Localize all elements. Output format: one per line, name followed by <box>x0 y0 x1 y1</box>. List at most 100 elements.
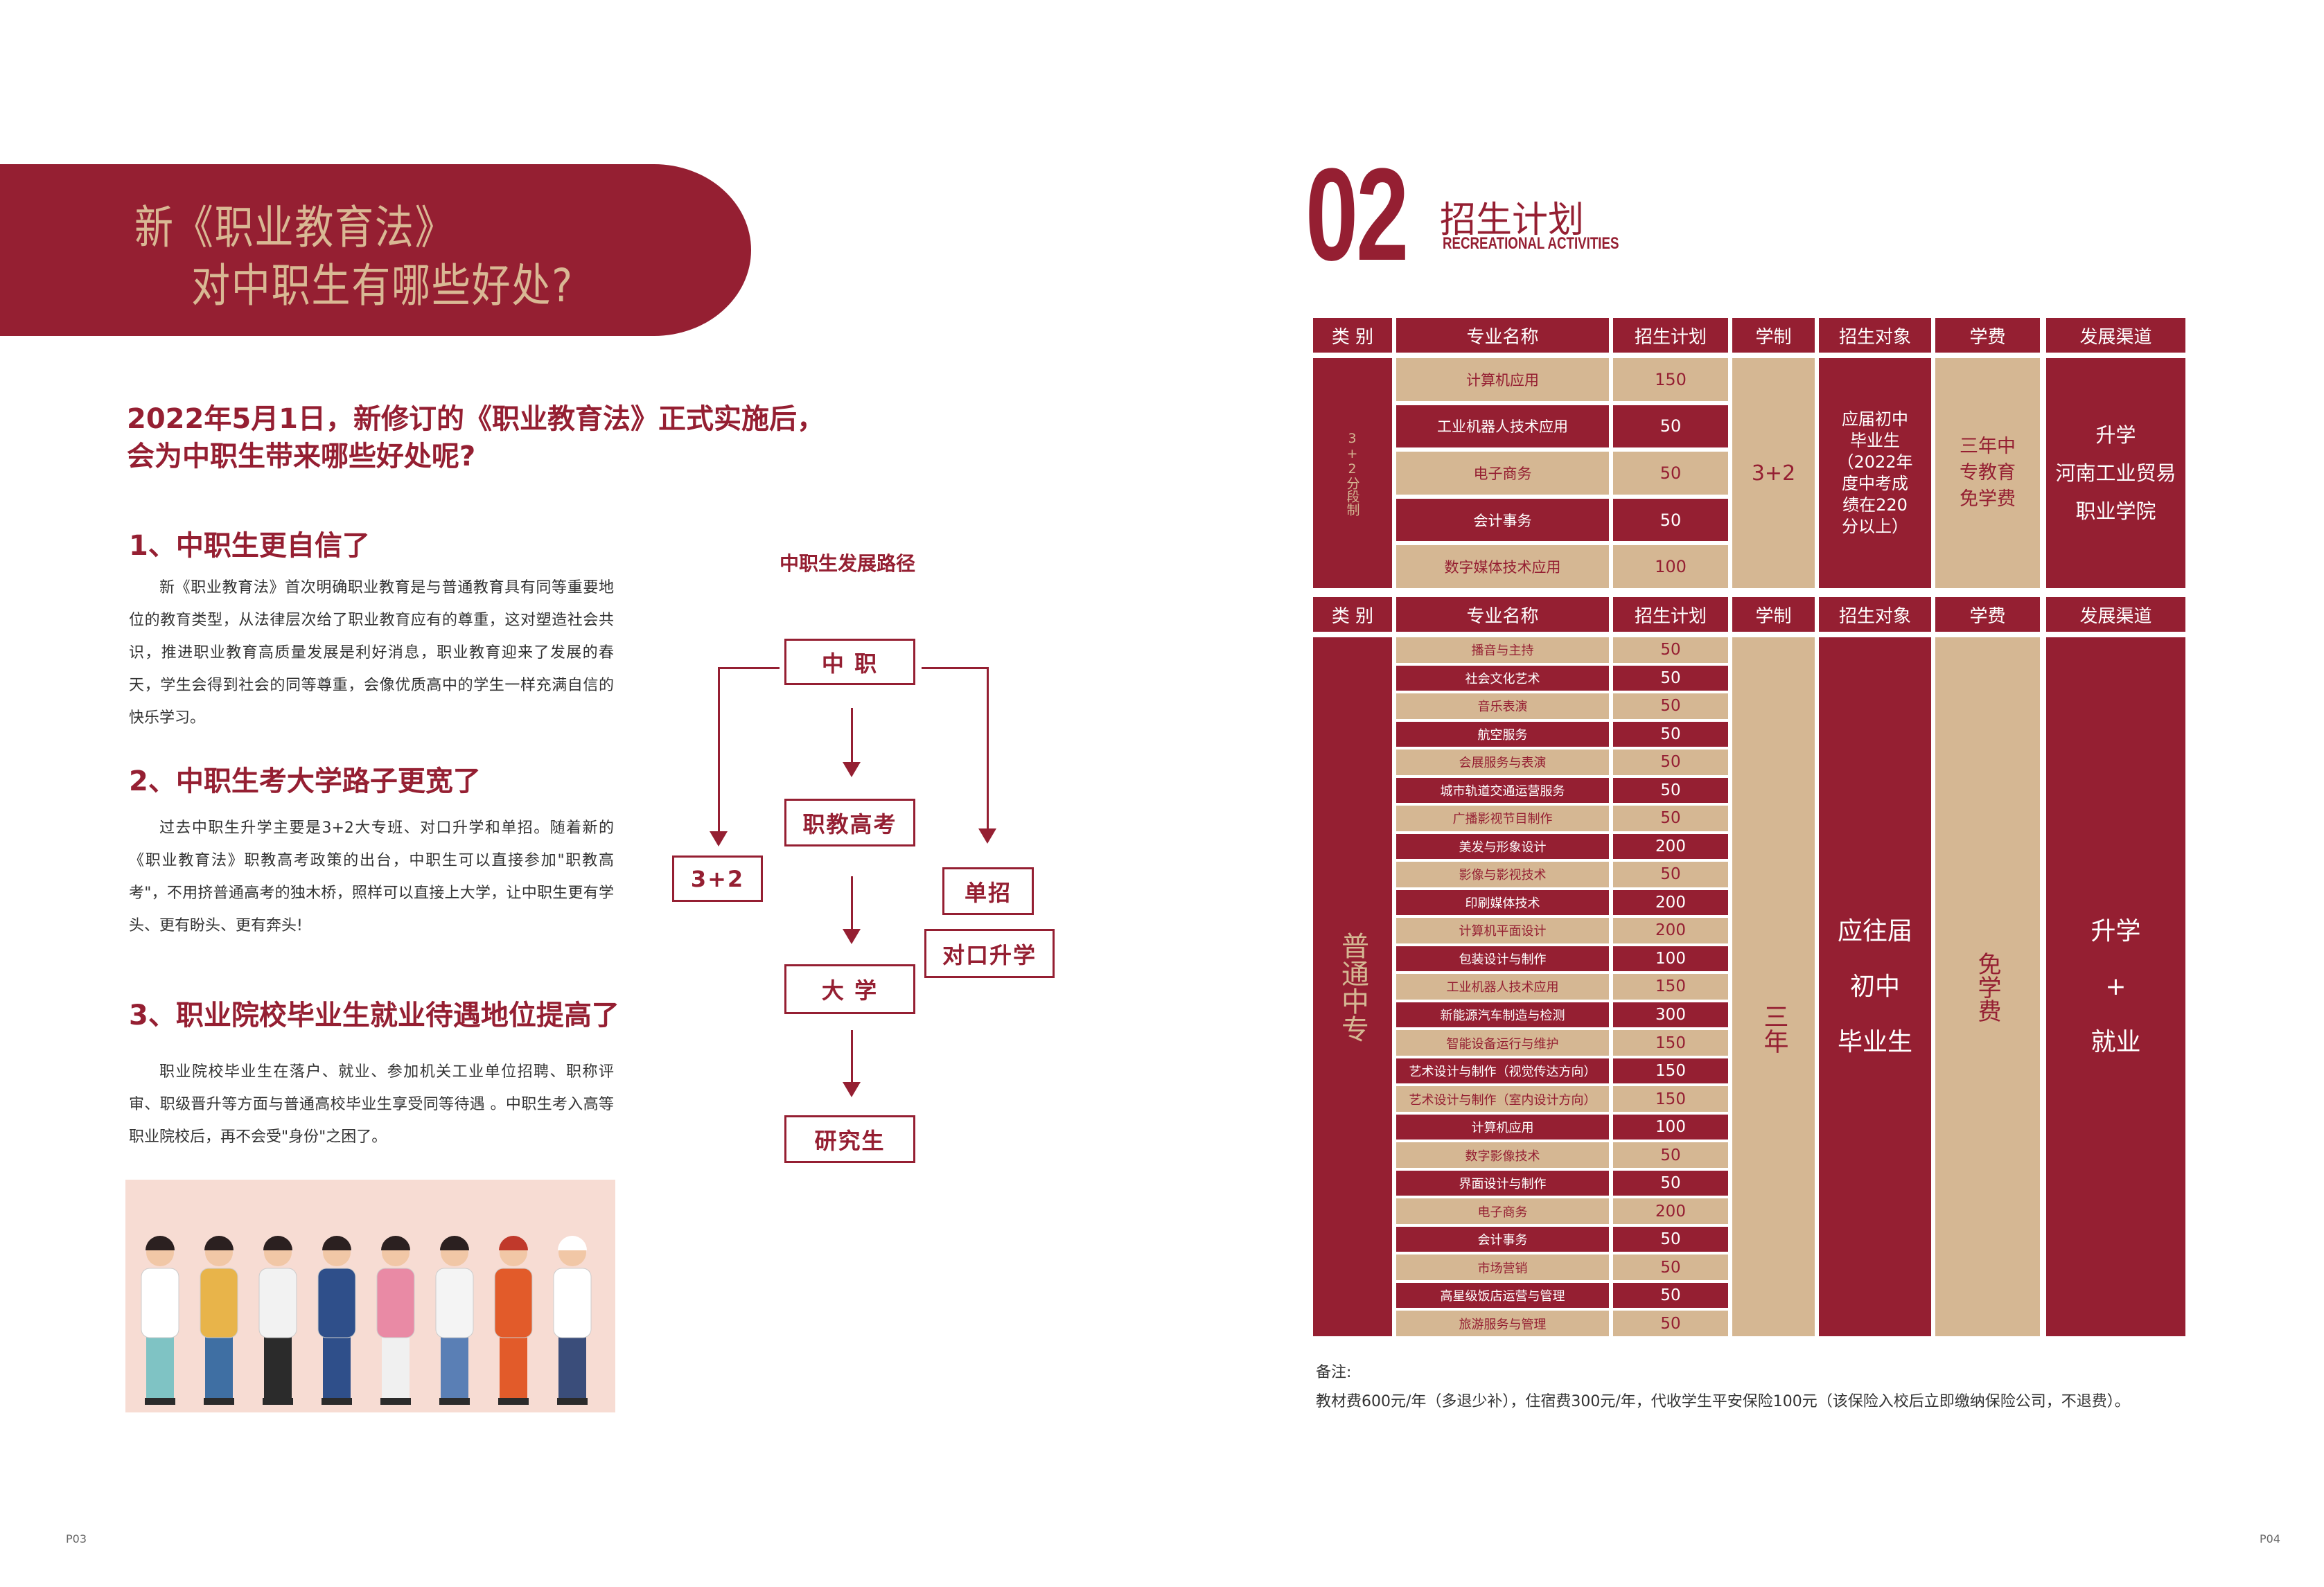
pathway-line: 就业 <box>2090 1027 2141 1056</box>
section-body-3: 职业院校毕业生在落户、就业、参加机关工业单位招聘、职称评审、职级晋升等方面与普通… <box>129 1063 614 1146</box>
connector-line <box>851 876 853 932</box>
plan-cell: 50 <box>1613 665 1728 691</box>
major-cell: 印刷媒体技术 <box>1396 889 1609 916</box>
plan-cell: 100 <box>1613 545 1728 588</box>
plan-cell: 50 <box>1613 1226 1728 1252</box>
major-cell: 智能设备运行与维护 <box>1396 1030 1609 1056</box>
plan-cell: 50 <box>1613 1254 1728 1280</box>
table-header-cell: 类 别 <box>1313 318 1392 353</box>
major-cell: 会展服务与表演 <box>1396 750 1609 775</box>
plan-cell: 200 <box>1613 1198 1728 1224</box>
table-header-cell: 专业名称 <box>1396 318 1609 353</box>
plan-cell: 150 <box>1613 358 1728 401</box>
plan-cell: 150 <box>1613 974 1728 1000</box>
category-cell: 普通中专 <box>1313 637 1392 1336</box>
table-header-cell: 发展渠道 <box>2046 318 2185 353</box>
plan-cell: 50 <box>1613 693 1728 719</box>
person-figure <box>376 1236 415 1405</box>
intro-line1: 2022年5月1日，新修订的《职业教育法》正式实施后， <box>127 403 825 435</box>
major-cell: 艺术设计与制作（视觉传达方向） <box>1396 1058 1609 1084</box>
flow-node-duikou: 对口升学 <box>924 929 1055 978</box>
table-header-cell: 招生计划 <box>1613 597 1728 632</box>
target-line: 度中考成 <box>1842 474 1908 493</box>
major-cell: 高星级饭店运营与管理 <box>1396 1282 1609 1309</box>
plan-cell: 300 <box>1613 1002 1728 1028</box>
table-header-cell: 招生对象 <box>1819 318 1931 353</box>
major-cell: 广播影视节目制作 <box>1396 806 1609 831</box>
plan-cell: 50 <box>1613 862 1728 887</box>
connector-line <box>719 667 780 669</box>
category-cell: 3+2分段制 <box>1313 358 1392 588</box>
major-cell: 艺术设计与制作（室内设计方向） <box>1396 1086 1609 1112</box>
plan-cell: 50 <box>1613 750 1728 775</box>
pathway-line: 升学 <box>2090 916 2141 946</box>
intro-line2: 会为中职生带来哪些好处呢? <box>127 441 476 472</box>
target-line: 毕业生 <box>1837 1027 1912 1056</box>
note-text: 教材费600元/年（多退少补），住宿费300元/年，代收学生平安保险100元（该… <box>1316 1393 2130 1410</box>
plan-cell: 50 <box>1613 1170 1728 1196</box>
banner-title-line1: 新《职业教育法》 <box>134 201 455 254</box>
flowchart-title: 中职生发展路径 <box>780 552 916 575</box>
plan-cell: 50 <box>1613 452 1728 495</box>
section-subtitle: RECREATIONAL ACTIVITIES <box>1443 234 1619 253</box>
arrow-down-icon <box>843 1082 861 1097</box>
major-cell: 会计事务 <box>1396 1226 1609 1252</box>
target-line: 分以上） <box>1842 517 1908 536</box>
plan-cell: 50 <box>1613 405 1728 448</box>
section-heading-1: 1、中职生更自信了 <box>129 530 370 562</box>
professions-illustration <box>125 1180 615 1412</box>
tuition-cell: 免学费 <box>1935 637 2040 1336</box>
person-figure <box>553 1236 592 1405</box>
tuition-label: 免学费 <box>1973 951 2001 1022</box>
plan-cell: 150 <box>1613 1030 1728 1056</box>
major-cell: 旅游服务与管理 <box>1396 1311 1609 1336</box>
major-cell: 会计事务 <box>1396 498 1609 542</box>
connector-line <box>851 708 853 765</box>
flow-node-zhijiao-gaokao: 职教高考 <box>784 799 915 846</box>
major-cell: 包装设计与制作 <box>1396 946 1609 972</box>
section-number: 02 <box>1305 141 1409 288</box>
major-cell: 新能源汽车制造与检测 <box>1396 1002 1609 1028</box>
target-line: 应往届 <box>1837 916 1912 946</box>
target-line: 绩在220 <box>1842 495 1908 515</box>
major-cell: 计算机平面设计 <box>1396 918 1609 943</box>
major-cell: 城市轨道交通运营服务 <box>1396 777 1609 804</box>
major-cell: 航空服务 <box>1396 721 1609 747</box>
section-title: 招生计划 <box>1440 200 1585 241</box>
plan-cell: 100 <box>1613 1114 1728 1140</box>
section-body-1: 新《职业教育法》首次明确职业教育是与普通教育具有同等重要地位的教育类型，从法律层… <box>129 579 614 727</box>
tuition-line: 专教育 <box>1960 462 2016 484</box>
major-cell: 数字影像技术 <box>1396 1142 1609 1168</box>
plan-cell: 200 <box>1613 918 1728 943</box>
title-banner: 新《职业教育法》 对中职生有哪些好处? <box>0 164 751 336</box>
person-figure <box>494 1236 533 1405</box>
plan-cell: 200 <box>1613 833 1728 860</box>
major-cell: 工业机器人技术应用 <box>1396 405 1609 448</box>
table-header-cell: 专业名称 <box>1396 597 1609 632</box>
flow-node-danzhao: 单招 <box>942 867 1034 915</box>
connector-line <box>922 667 988 669</box>
plan-cell: 50 <box>1613 637 1728 663</box>
target-cell: 应往届初中毕业生 <box>1819 637 1931 1336</box>
pathway-line: + <box>2105 972 2127 1001</box>
plan-cell: 200 <box>1613 889 1728 916</box>
note-label: 备注: <box>1316 1364 1352 1381</box>
tuition-line: 三年中 <box>1960 436 2016 457</box>
major-cell: 电子商务 <box>1396 452 1609 495</box>
pathway-line: 升学 <box>2095 423 2136 447</box>
flow-node-daxue: 大 学 <box>784 964 915 1014</box>
major-cell: 数字媒体技术应用 <box>1396 545 1609 588</box>
plan-cell: 50 <box>1613 1142 1728 1168</box>
plan-cell: 100 <box>1613 946 1728 972</box>
category-label: 普通中专 <box>1337 931 1368 1043</box>
major-cell: 工业机器人技术应用 <box>1396 974 1609 1000</box>
plan-cell: 50 <box>1613 498 1728 542</box>
intro-heading: 2022年5月1日，新修订的《职业教育法》正式实施后， 会为中职生带来哪些好处呢… <box>127 400 825 475</box>
connector-line <box>987 667 989 831</box>
section-heading-2: 2、中职生考大学路子更宽了 <box>129 765 481 797</box>
table-header-cell: 招生计划 <box>1613 318 1728 353</box>
table-header-cell: 招生对象 <box>1819 597 1931 632</box>
page-number-right: P04 <box>2260 1532 2281 1545</box>
major-cell: 音乐表演 <box>1396 693 1609 719</box>
